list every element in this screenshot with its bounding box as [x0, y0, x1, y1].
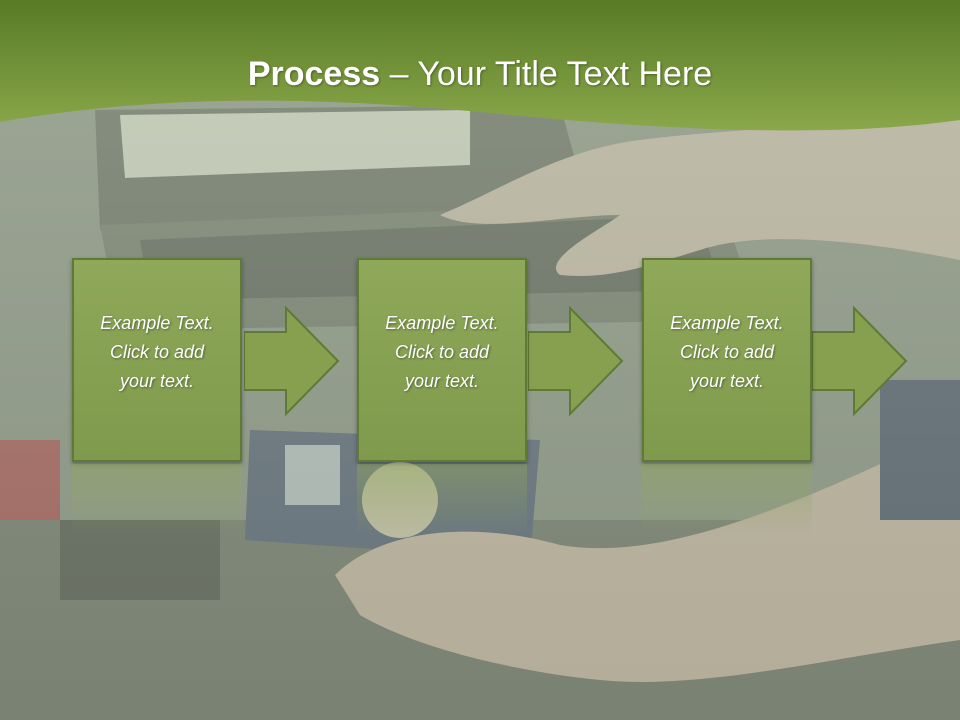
step-text: Example Text. Click to add your text.: [100, 312, 214, 391]
arrow-right-icon: [244, 306, 340, 416]
step-reflection: [72, 464, 242, 534]
step-reflection: [357, 464, 527, 534]
process-step-1[interactable]: Example Text. Click to add your text.: [72, 258, 242, 462]
slide-title: Process – Your Title Text Here: [0, 50, 960, 98]
arrow-right-icon: [528, 306, 624, 416]
title-rest: – Your Title Text Here: [380, 55, 713, 93]
process-step-3[interactable]: Example Text. Click to add your text.: [642, 258, 812, 462]
step-text: Example Text. Click to add your text.: [385, 312, 499, 391]
step-text: Example Text. Click to add your text.: [670, 312, 784, 391]
step-reflection: [642, 464, 812, 534]
process-step-2[interactable]: Example Text. Click to add your text.: [357, 258, 527, 462]
arrow-right-icon: [812, 306, 908, 416]
title-bold: Process: [247, 55, 381, 93]
